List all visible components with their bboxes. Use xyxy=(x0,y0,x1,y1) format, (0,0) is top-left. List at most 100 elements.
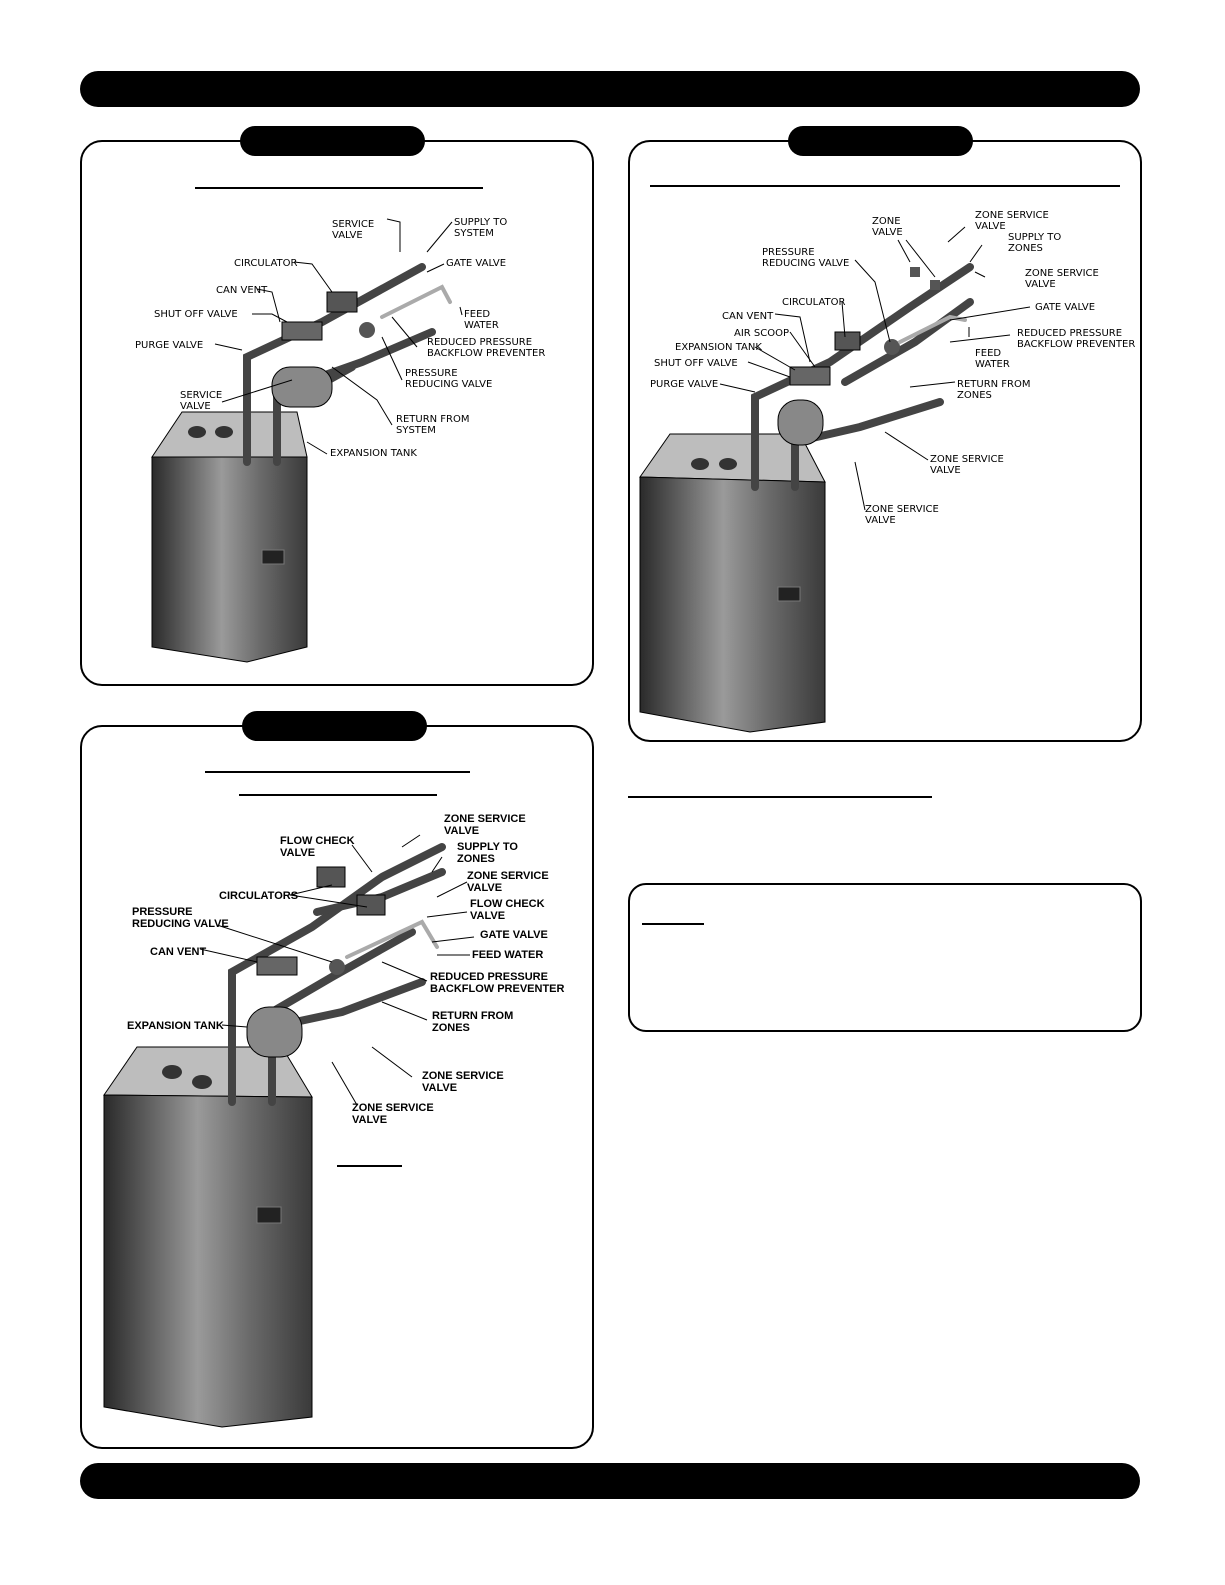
label-line: ZONE SERVICE xyxy=(975,210,1049,221)
label-gate-valve: GATE VALVE xyxy=(1035,302,1095,313)
label-line: REDUCED PRESSURE xyxy=(427,337,532,348)
figure-title-underline-2 xyxy=(239,794,437,796)
label-line: RETURN FROM xyxy=(957,379,1031,390)
header-bar xyxy=(80,71,1140,107)
label-line: REDUCING VALVE xyxy=(405,379,492,390)
label-can-vent: CAN VENT xyxy=(216,285,268,296)
label-line: SYSTEM xyxy=(396,425,436,436)
label-line: WATER xyxy=(975,359,1010,370)
label-line: REDUCING VALVE xyxy=(762,258,849,269)
label-can-vent: CAN VENT xyxy=(722,311,774,322)
label-line: WATER xyxy=(464,320,499,331)
label-line: GATE VALVE xyxy=(1035,302,1095,313)
label-expansion-tank: EXPANSION TANK xyxy=(675,342,762,353)
note-box xyxy=(628,883,1142,1032)
label-line: ZONE SERVICE xyxy=(422,1070,504,1082)
label-gate-valve: GATE VALVE xyxy=(480,929,548,941)
label-purge-valve: PURGE VALVE xyxy=(650,379,718,390)
label-line: CAN VENT xyxy=(722,311,774,322)
label-line: ZONE SERVICE xyxy=(930,454,1004,465)
label-line: ZONE xyxy=(872,216,901,227)
label-line: CIRCULATOR xyxy=(782,297,846,308)
boiler xyxy=(103,1046,313,1428)
label-line: SERVICE xyxy=(180,390,222,401)
label-line: BACKFLOW PREVENTER xyxy=(427,348,545,359)
label-line: SUPPLY TO xyxy=(1008,232,1061,243)
can-vent-shape xyxy=(256,956,298,976)
expansion-tank-shape xyxy=(271,366,333,408)
label-circulator: CIRCULATOR xyxy=(782,297,846,308)
piping xyxy=(228,843,446,1106)
label-line: PRESSURE xyxy=(132,906,193,918)
zone-valve-shape xyxy=(910,267,920,277)
figure-title-underline xyxy=(195,187,483,189)
pressure-reducing-valve-shape xyxy=(359,322,375,338)
label-feed-water: FEED WATER xyxy=(472,949,543,961)
figure-title-underline-1 xyxy=(205,771,470,773)
label-line: VALVE xyxy=(467,882,502,894)
piping xyxy=(751,263,974,491)
label-line: PRESSURE xyxy=(405,368,458,379)
zone-valve-shape-2 xyxy=(930,280,940,290)
label-line: VALVE xyxy=(280,847,315,859)
label-circulator: CIRCULATOR xyxy=(234,258,298,269)
label-line: PURGE VALVE xyxy=(650,379,718,390)
figure-tab xyxy=(240,126,425,156)
label-line: CIRCULATOR xyxy=(234,258,298,269)
label-line: REDUCED PRESSURE xyxy=(430,971,548,983)
label-line: SHUT OFF VALVE xyxy=(654,358,738,369)
figure-tab xyxy=(242,711,427,741)
label-line: GATE VALVE xyxy=(480,929,548,941)
label-line: VALVE xyxy=(1025,279,1056,290)
boiler xyxy=(639,433,826,733)
label-expansion-tank: EXPANSION TANK xyxy=(127,1020,224,1032)
label-line: SERVICE xyxy=(332,219,374,230)
piping xyxy=(243,263,452,466)
note-label-underline xyxy=(642,923,704,925)
label-line: EXPANSION TANK xyxy=(127,1020,224,1032)
label-line: EXPANSION TANK xyxy=(675,342,762,353)
label-line: VALVE xyxy=(930,465,961,476)
label-line: AIR SCOOP xyxy=(734,328,789,339)
circulator-shape-1 xyxy=(316,866,346,888)
section-heading-underline xyxy=(628,796,932,798)
label-line: SYSTEM xyxy=(454,228,494,239)
label-line: ZONE SERVICE xyxy=(444,813,526,825)
label-line: VALVE xyxy=(872,227,903,238)
label-line: CAN VENT xyxy=(216,285,268,296)
label-line: VALVE xyxy=(332,230,363,241)
label-circulators: CIRCULATORS xyxy=(219,890,298,902)
circulator-shape xyxy=(834,331,861,351)
label-line: ZONES xyxy=(457,853,495,865)
label-line: FLOW CHECK xyxy=(280,835,355,847)
label-line: RETURN FROM xyxy=(396,414,470,425)
label-line: ZONE SERVICE xyxy=(1025,268,1099,279)
label-line: PURGE VALVE xyxy=(135,340,203,351)
footer-bar xyxy=(80,1463,1140,1499)
pressure-reducing-valve-shape xyxy=(884,339,900,355)
label-line: CIRCULATORS xyxy=(219,890,298,902)
